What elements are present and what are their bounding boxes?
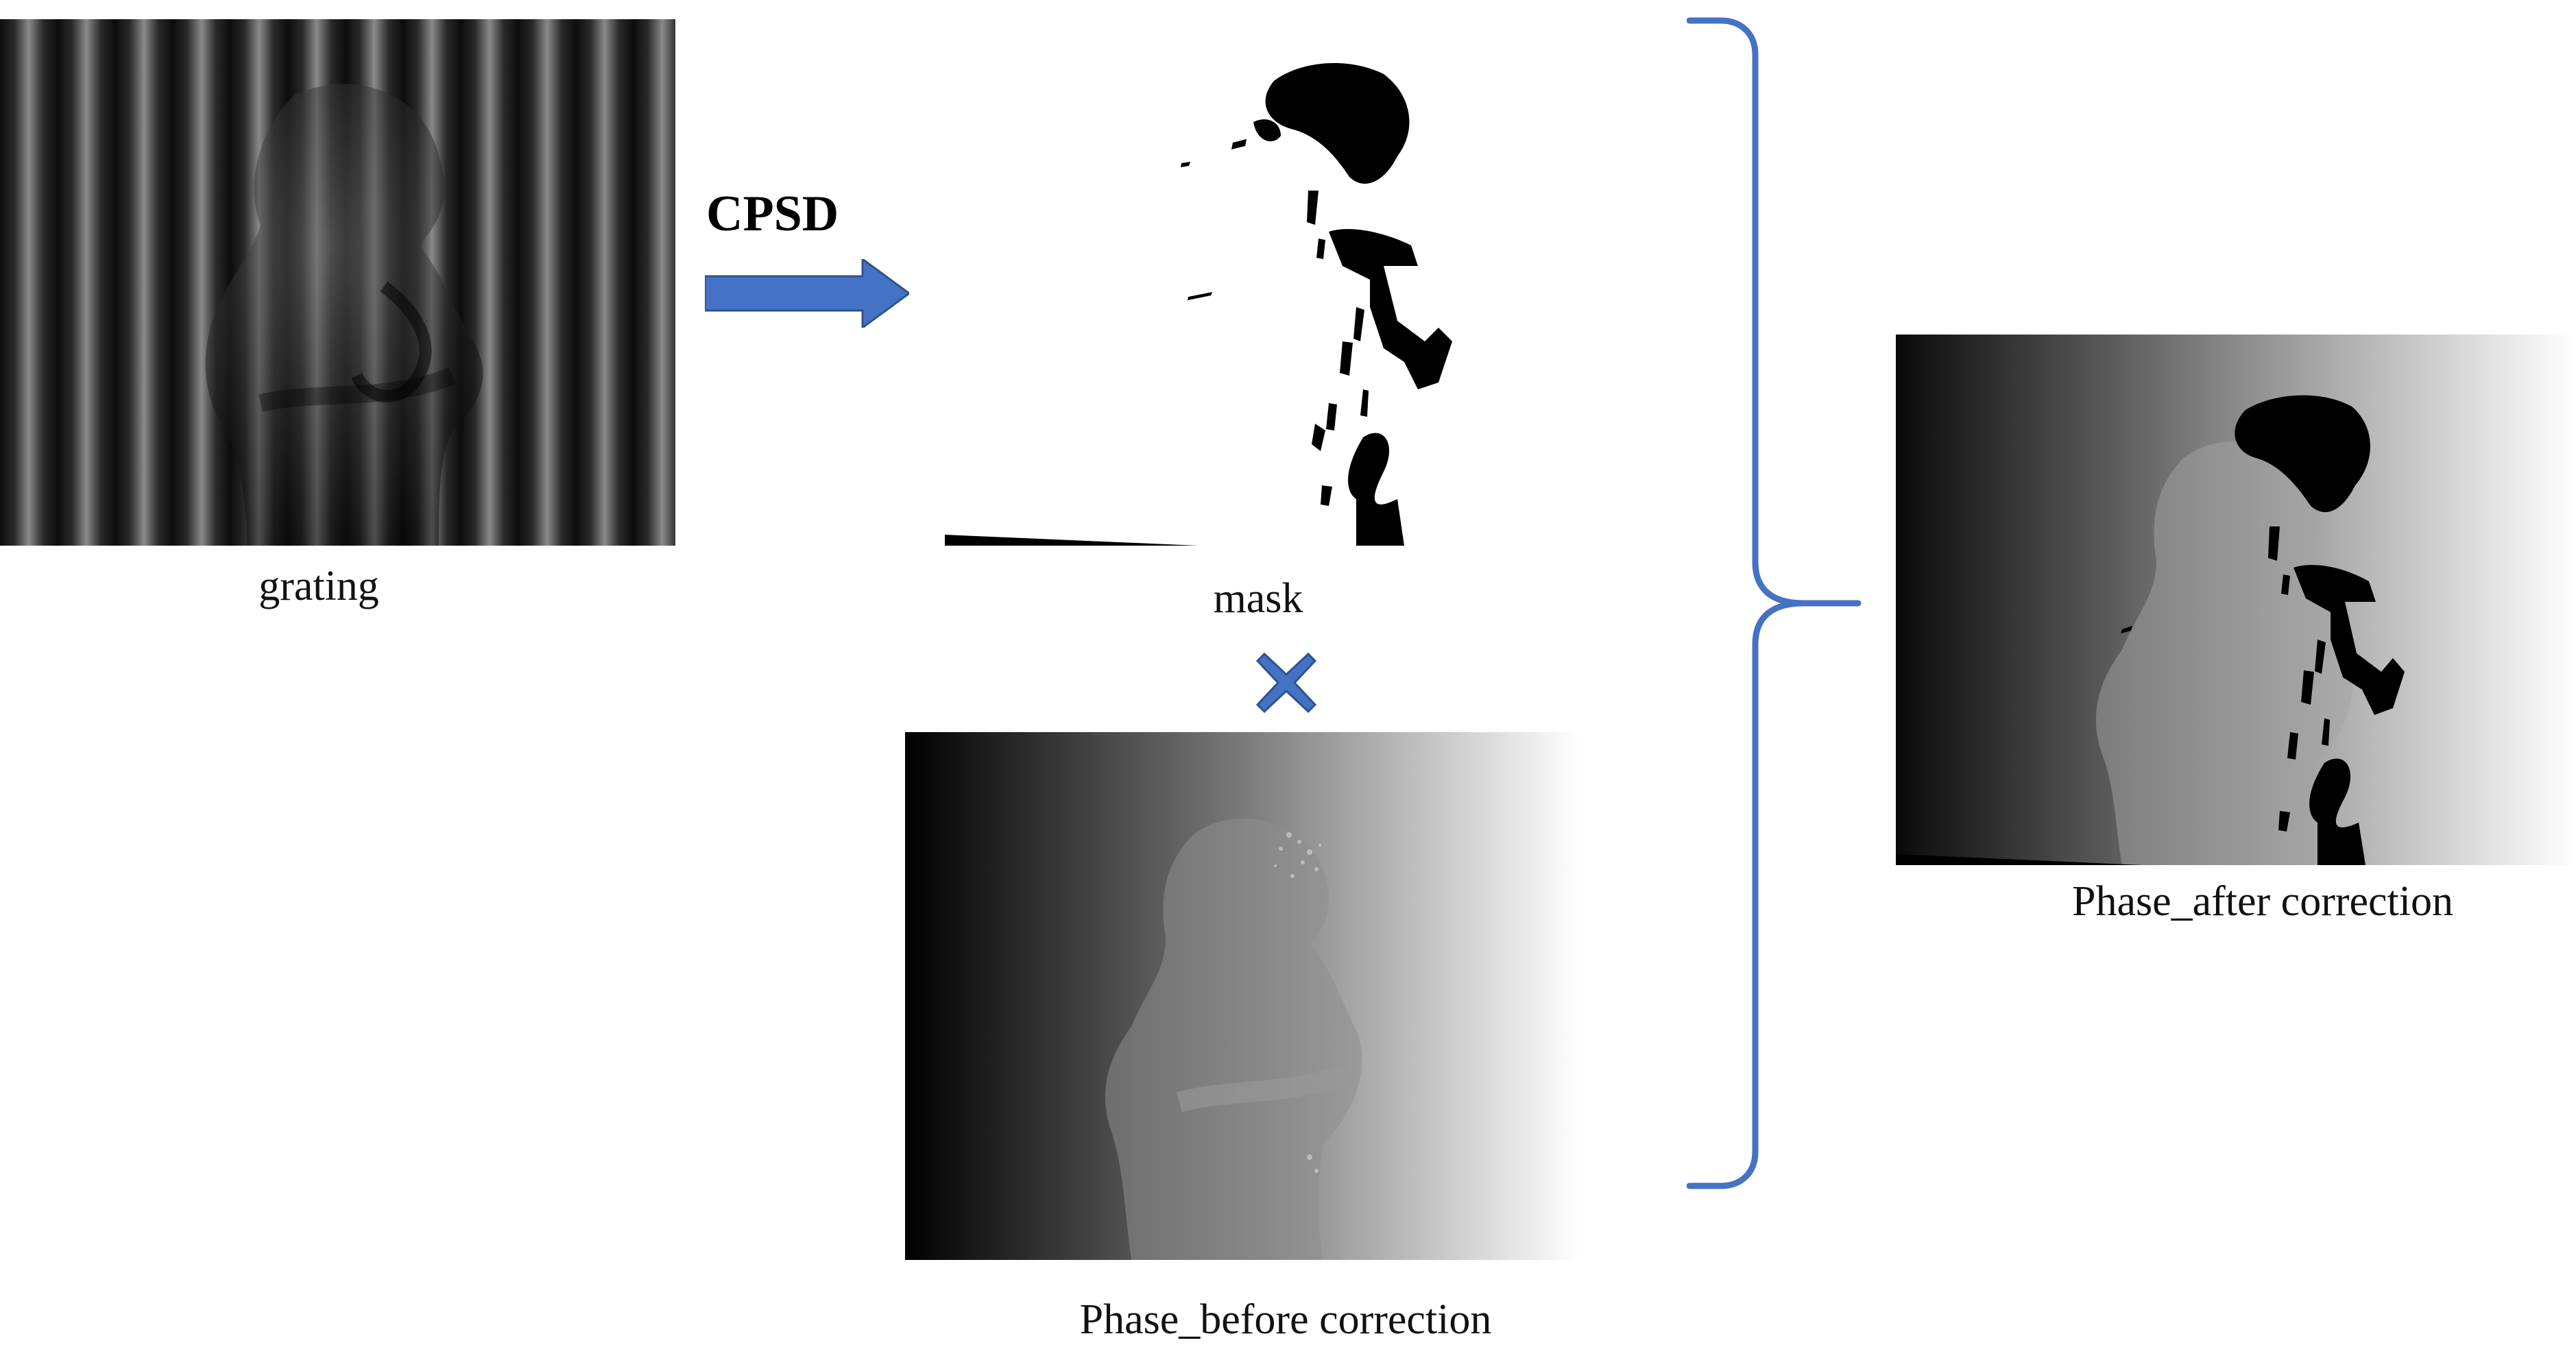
- mask-image: [945, 19, 1620, 546]
- mask-caption: mask: [1213, 575, 1303, 622]
- multiply-cross-icon: [1255, 651, 1318, 714]
- cpsd-label: CPSD: [706, 186, 839, 242]
- right-curly-brace-icon: [1686, 14, 1872, 1200]
- phase-before-image: [905, 732, 1580, 1260]
- phase-after-caption: Phase_after correction: [2071, 878, 2453, 925]
- phase-before-caption: Phase_before correction: [1079, 1296, 1492, 1343]
- phase-after-image: [1896, 335, 2576, 865]
- right-arrow-icon: [703, 257, 911, 330]
- grating-image: [0, 19, 675, 546]
- grating-caption: grating: [258, 563, 379, 609]
